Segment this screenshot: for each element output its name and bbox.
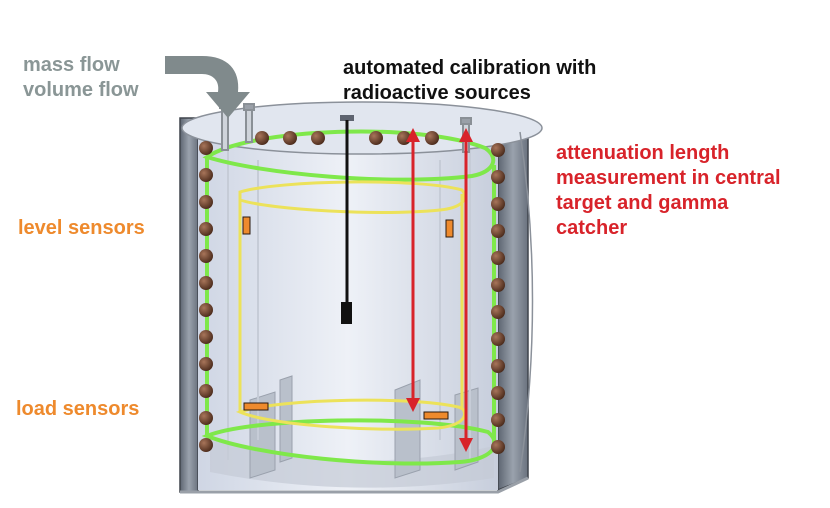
radioactive-source-icon xyxy=(340,115,354,324)
tank-right-curve xyxy=(519,131,534,473)
pmt-icon xyxy=(491,197,505,211)
pmt-icon xyxy=(199,357,213,371)
pmt-icon xyxy=(199,411,213,425)
pmt-icon xyxy=(491,332,505,346)
pmt-icon xyxy=(199,303,213,317)
photomultiplier-tubes xyxy=(199,131,505,454)
pmt-icon xyxy=(491,305,505,319)
pmt-icon xyxy=(491,386,505,400)
pmt-icon xyxy=(491,440,505,454)
attenuation-label-line-2: measurement in central xyxy=(556,167,781,189)
pmt-icon xyxy=(199,276,213,290)
target-outline xyxy=(235,180,467,431)
bottom-edge xyxy=(180,476,529,494)
pmt-icon xyxy=(491,278,505,292)
target-bottom xyxy=(235,398,466,431)
gamma-catcher-top xyxy=(202,129,496,182)
pmt-icon xyxy=(369,131,383,145)
load-sensor-markers xyxy=(243,402,449,420)
gamma-catcher-bottom xyxy=(201,418,497,466)
pmt-icon xyxy=(199,222,213,236)
pmt-icon xyxy=(491,224,505,238)
attenuation-label-line-3: target and gamma xyxy=(556,192,729,214)
pmt-icon xyxy=(199,438,213,452)
flow-label-line-2: volume flow xyxy=(23,79,139,101)
attenuation-label: attenuation length measurement in centra… xyxy=(556,141,781,241)
double-headed-arrow-icon xyxy=(406,128,473,452)
shielding-walls xyxy=(179,117,529,494)
pmt-icon xyxy=(491,251,505,265)
pmt-icon xyxy=(199,195,213,209)
level-sensor-markers xyxy=(242,216,454,238)
pmt-icon xyxy=(199,249,213,263)
level-sensors-label: level sensors xyxy=(18,217,145,239)
flow-label-line-1: mass flow xyxy=(23,54,120,76)
pmt-icon xyxy=(491,359,505,373)
tank-top xyxy=(181,101,543,155)
pmt-icon xyxy=(491,143,505,157)
left-wall xyxy=(179,117,199,493)
pmt-icon xyxy=(311,131,325,145)
calibration-label: automated calibration with radioactive s… xyxy=(343,56,596,106)
attenuation-label-line-4: catcher xyxy=(556,217,628,239)
pmt-icon xyxy=(199,330,213,344)
curved-arrow-icon xyxy=(165,56,250,118)
load-sensors-label: load sensors xyxy=(16,398,140,420)
pmt-icon xyxy=(491,170,505,184)
gamma-catcher-outline xyxy=(201,129,497,466)
buffer-floor xyxy=(210,440,494,488)
pmt-icon xyxy=(283,131,297,145)
pmt-icon xyxy=(425,131,439,145)
pmt-icon xyxy=(199,168,213,182)
calibration-label-line-1: automated calibration with xyxy=(343,57,597,79)
attenuation-label-line-1: attenuation length xyxy=(556,142,730,164)
pmt-icon xyxy=(199,384,213,398)
flow-label: mass flow volume flow xyxy=(23,53,139,103)
pmt-icon xyxy=(491,413,505,427)
calibration-label-line-2: radioactive sources xyxy=(343,82,531,104)
pmt-icon xyxy=(199,141,213,155)
pmt-icon xyxy=(255,131,269,145)
inner-lines xyxy=(227,150,471,460)
